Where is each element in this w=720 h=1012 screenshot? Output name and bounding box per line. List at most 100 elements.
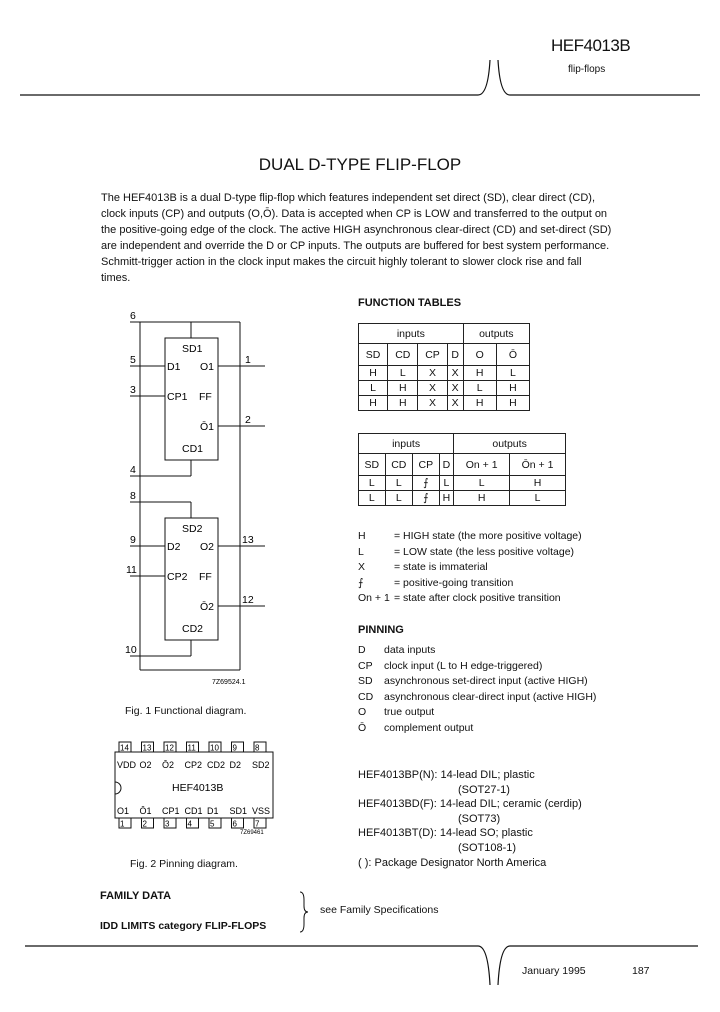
footer-rule: [25, 945, 698, 986]
brace: [299, 891, 309, 933]
pin-number: 5: [210, 820, 215, 829]
pin-box: [208, 817, 222, 829]
legend-key: ⨍: [358, 576, 364, 589]
col-header: SD: [357, 343, 389, 366]
pin-label: 12: [242, 594, 254, 606]
pinning-text: true output: [384, 706, 435, 719]
ff2-sd: SD2: [182, 523, 203, 535]
pinning-key: CD: [358, 690, 374, 703]
pin-number: 11: [188, 744, 197, 753]
page-number: 187: [632, 965, 650, 977]
pinning-key: D: [358, 644, 366, 656]
ff1-o: O1: [200, 361, 214, 373]
functional-diagram: 6 5 3 4 8 9 11 10 1 2 13 12 SD1 D1 O1 CP…: [125, 310, 265, 686]
table-cell: H: [495, 380, 531, 396]
ff2-cp: CP2: [167, 571, 188, 583]
package-line: ( ): Package Designator North America: [358, 856, 547, 869]
legend-text: = state is immaterial: [394, 561, 488, 574]
ff2-cd: CD2: [182, 623, 203, 635]
table-cell: L: [387, 365, 419, 381]
pin-label: 13: [242, 534, 254, 546]
pinning-item: SD asynchronous set-direct input (active …: [358, 674, 596, 690]
figure-code: 7Z69461: [240, 830, 264, 836]
pin-box: [231, 741, 244, 753]
pin-number: 10: [210, 744, 219, 753]
pin-label: 1: [245, 354, 251, 366]
pin-box: [253, 741, 267, 753]
table-cell: H: [453, 490, 511, 506]
pin-label: 5: [130, 354, 136, 366]
fig1-caption: Fig. 1 Functional diagram.: [125, 705, 247, 717]
legend-item: X= state is immaterial: [358, 560, 582, 576]
ff1-cp: CP1: [167, 391, 188, 403]
ff2-ff: FF: [199, 571, 212, 583]
pin-number: 14: [120, 744, 129, 753]
table-cell: L: [384, 475, 414, 491]
table-cell: L: [453, 475, 511, 491]
table-cell: H: [462, 395, 497, 411]
idd-limits: IDD LIMITS category FLIP-FLOPS: [100, 920, 267, 932]
pinning-text: clock input (L to H edge-triggered): [384, 659, 543, 672]
pin-signal-label: Ō1: [140, 806, 152, 816]
table-cell: X: [446, 365, 464, 381]
pin-label: 8: [130, 490, 136, 502]
legend-key: H: [358, 530, 366, 542]
ff1-on: Ō1: [200, 421, 214, 433]
pinning-key: CP: [358, 659, 373, 672]
pin-signal-label: VSS: [252, 806, 270, 816]
package-line: (SOT108-1): [458, 841, 517, 854]
pin-box: [118, 741, 132, 753]
pin-signal-label: CP1: [162, 806, 180, 816]
ff2-o: O2: [200, 541, 214, 553]
table-cell: H: [357, 365, 389, 381]
pin-box: [231, 817, 244, 829]
figure-code: 7Z69524.1: [212, 679, 246, 686]
package-line: HEF4013BD(F): 14-lead DIL; ceramic (cerd…: [358, 798, 582, 811]
ff1-d: D1: [167, 361, 181, 373]
pin-box: [186, 817, 199, 829]
table-cell: H: [438, 490, 455, 506]
col-header: CP: [417, 343, 448, 366]
pin-signal-label: O1: [117, 806, 129, 816]
pinning-text: data inputs: [384, 644, 436, 656]
pinning-item: CP clock input (L to H edge-triggered): [358, 659, 596, 675]
intro-line: The HEF4013B is a dual D-type flip-flop …: [101, 192, 595, 204]
table-cell: X: [417, 395, 448, 411]
legend-item: On + 1= state after clock positive trans…: [358, 591, 582, 607]
pin-number: 2: [143, 820, 148, 829]
legend: H= HIGH state (the more positive voltage…: [358, 529, 582, 607]
document-title: DUAL D-TYPE FLIP-FLOP: [258, 155, 462, 174]
pin-number: 8: [255, 744, 260, 753]
table-cell: L: [495, 365, 531, 381]
table-cell: X: [446, 380, 464, 396]
pinning-text: asynchronous set-direct input (active HI…: [384, 675, 588, 688]
pinning-key: Ō: [358, 721, 367, 734]
legend-item: L= LOW state (the less positive voltage): [358, 545, 582, 561]
footer-date: January 1995: [522, 965, 586, 977]
table-cell: X: [417, 380, 448, 396]
pin-label: 10: [125, 644, 137, 656]
table1-inputs-header: inputs: [358, 323, 464, 344]
col-header: Ō: [495, 343, 531, 366]
table2-outputs-header: outputs: [453, 433, 566, 454]
pinning-key: SD: [358, 675, 373, 688]
function-table-2: inputs outputs SD CD CP D On + 1 Ōn + 1 …: [357, 433, 566, 506]
intro-line: clock inputs (CP) and outputs (O,Ō). Dat…: [101, 208, 608, 220]
ff1-sd: SD1: [182, 343, 203, 355]
package-list: HEF4013BP(N): 14-lead DIL; plastic(SOT27…: [358, 768, 582, 870]
pin-number: 13: [143, 744, 152, 753]
pin-number: 3: [165, 820, 170, 829]
table-cell: X: [417, 365, 448, 381]
pin-box: [118, 817, 132, 829]
header-title: HEF4013B: [551, 36, 631, 55]
function-tables-title: FUNCTION TABLES: [358, 297, 462, 309]
col-header: CP: [412, 453, 440, 476]
legend-item: ⨍= positive-going transition: [358, 576, 582, 592]
col-header: SD: [358, 453, 386, 476]
